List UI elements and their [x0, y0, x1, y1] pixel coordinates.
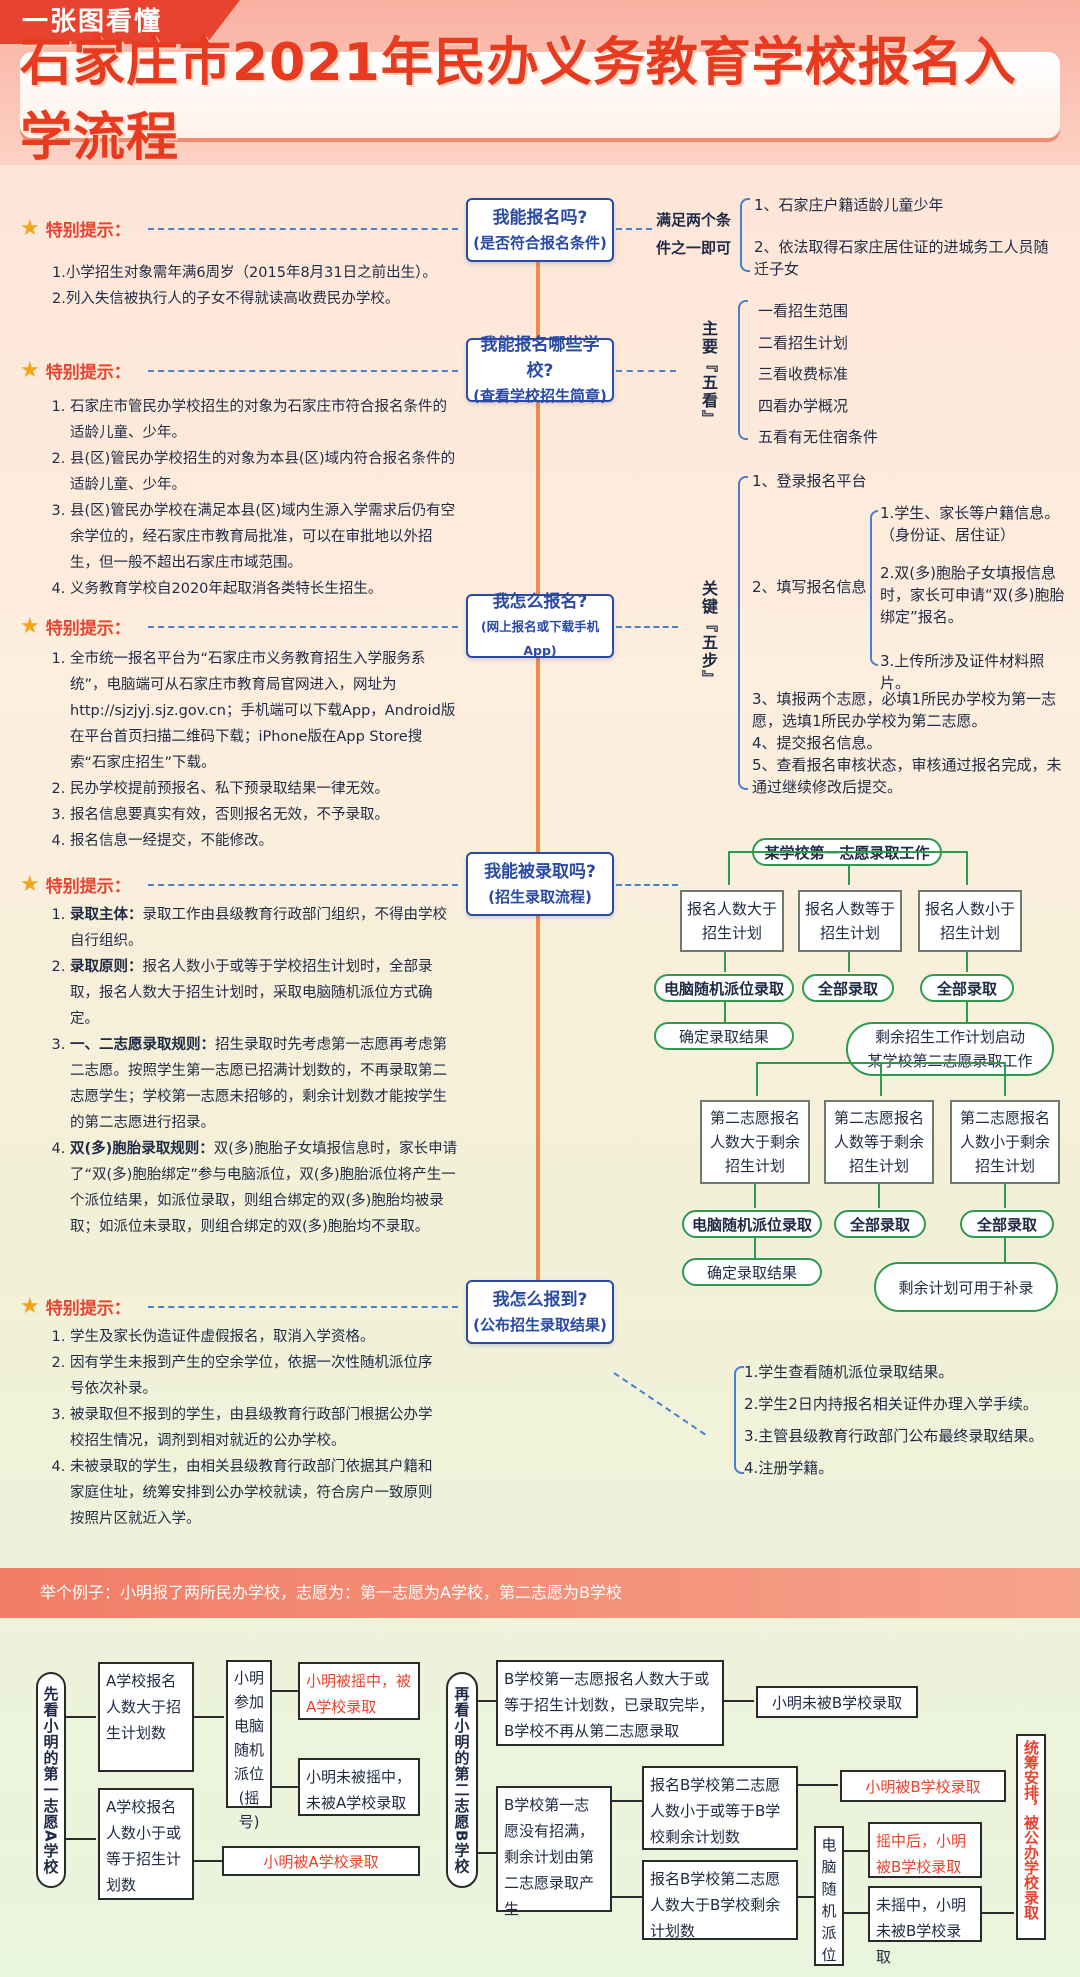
- example-a2: A学校报名人数小于或等于招生计划数: [98, 1788, 194, 1900]
- connector-right-1: [616, 228, 652, 230]
- connector-right-3: [616, 626, 678, 628]
- step-box-1: 我能报名吗? (是否符合报名条件): [466, 198, 614, 262]
- admit-second-start: 剩余招生工作计划启动 某学校第二志愿录取工作: [846, 1022, 1054, 1076]
- admit-random-1: 电脑随机派位录取: [654, 974, 794, 1002]
- example-mid-label: 再看小明的第二志愿B学校: [446, 1672, 478, 1888]
- five-step-5: 5、查看报名审核状态，审核通过报名完成，未通过继续修改后提交。: [752, 756, 1062, 796]
- cond-item-1: 1、石家庄户籍适龄儿童少年: [754, 196, 944, 214]
- cond-brace: [740, 198, 750, 272]
- example-b22-hit: 摇中后，小明被B学校录取: [868, 1822, 982, 1878]
- tip-label-5: ★特别提示：: [20, 1293, 131, 1319]
- star-icon: ★: [20, 871, 40, 897]
- admit-remain: 剩余计划可用于补录: [874, 1262, 1058, 1312]
- admit-c1: 报名人数大于招生计划: [680, 890, 784, 952]
- notes-1: 1.小学招生对象需年满6周岁（2015年8月31日之前出生）。 2.列入失信被执…: [52, 265, 437, 307]
- five-step-3: 3、填报两个志愿，必填1所民办学校为第一志愿，选填1所民办学校为第二志愿。: [752, 690, 1057, 730]
- example-hit: 小明被摇中，被A学校录取: [298, 1662, 420, 1720]
- report-list: 1.学生查看随机派位录取结果。 2.学生2日内持报名相关证件办理入学手续。 3.…: [744, 1363, 1044, 1477]
- step-box-5: 我怎么报到? (公布招生录取结果): [466, 1280, 614, 1344]
- step-box-3: 我怎么报名? (网上报名或下载手机App): [466, 592, 614, 658]
- report-arrow: [613, 1372, 706, 1436]
- tip-arrow-2: [148, 370, 458, 372]
- admit-c2: 报名人数等于招生计划: [798, 890, 902, 952]
- admit-top-line: [728, 851, 966, 853]
- connector-right-4: [616, 884, 678, 886]
- example-lottery-2: 电脑随机派位: [814, 1826, 844, 1966]
- tip-arrow-4: [148, 884, 458, 886]
- admit-s1: 第二志愿报名人数大于剩余招生计划: [700, 1100, 810, 1184]
- example-b22: 报名B学校第二志愿人数大于B学校剩余计划数: [642, 1860, 798, 1940]
- star-icon: ★: [20, 357, 40, 383]
- five-step-sub-brace: [870, 510, 878, 666]
- step-box-2: 我能报名哪些学校? (查看学校招生简章): [466, 335, 614, 405]
- tip-label-2: ★特别提示：: [20, 357, 131, 383]
- five-step-2-item-3: 3.上传所涉及证件材料照片。: [880, 652, 1045, 692]
- admit-confirm-1: 确定录取结果: [654, 1022, 794, 1050]
- connector-right-2: [616, 370, 676, 372]
- admit-all-1: 全部录取: [802, 974, 894, 1002]
- tip-arrow-3: [148, 626, 458, 628]
- example-b1: B学校第一志愿报名人数大于或等于招生计划数，已录取完毕，B学校不再从第二志愿录取: [496, 1660, 724, 1746]
- admit-all-3: 全部录取: [834, 1210, 926, 1238]
- example-left-label: 先看小明的第一志愿A学校: [36, 1672, 66, 1888]
- page-title: 石家庄市2021年民办义务教育学校报名入学流程: [20, 33, 1017, 168]
- five-step-label: 关键『五步』: [699, 580, 718, 688]
- notes-2: 石家庄市管民办学校招生的对象为石家庄市符合报名条件的适龄儿童、少年。 县(区)管…: [50, 394, 458, 602]
- example-final: 统筹安排，被公办学校录取: [1016, 1734, 1046, 1940]
- report-brace: [734, 1366, 744, 1474]
- tip-arrow-5: [148, 1306, 458, 1308]
- star-icon: ★: [20, 613, 40, 639]
- example-a1: A学校报名人数大于招生计划数: [98, 1662, 194, 1772]
- example-b1-res: 小明未被B学校录取: [756, 1686, 918, 1718]
- five-step-2: 2、填写报名信息: [752, 578, 867, 596]
- ribbon-label: 一张图看懂: [0, 0, 240, 44]
- title-bar: 石家庄市2021年民办义务教育学校报名入学流程: [20, 33, 1060, 168]
- example-miss: 小明未被摇中，未被A学校录取: [298, 1758, 420, 1816]
- five-look-label: 主要『五看』: [699, 320, 718, 428]
- notes-5: 学生及家长伪造证件虚假报名，取消入学资格。 因有学生未报到产生的空余学位，依据一…: [50, 1324, 440, 1532]
- step-box-4: 我能被录取吗? (招生录取流程): [466, 852, 614, 916]
- admit-random-2: 电脑随机派位录取: [682, 1210, 822, 1238]
- example-lottery: 小明参加电脑随机派位(摇号): [226, 1660, 272, 1831]
- five-look-list: 一看招生范围 二看招生计划 三看收费标准 四看办学概况 五看有无住宿条件: [758, 302, 879, 446]
- tip-label-3: ★特别提示：: [20, 613, 131, 639]
- five-step-1: 1、登录报名平台: [752, 472, 867, 490]
- example-band: 举个例子：小明报了两所民办学校，志愿为：第一志愿为A学校，第二志愿为B学校: [0, 1568, 1080, 1618]
- tip-arrow-1: [148, 228, 458, 230]
- example-b22-miss: 未摇中，小明未被B学校录取: [868, 1886, 982, 1966]
- notes-4: 录取主体：录取工作由县级教育行政部门组织，不得由学校自行组织。 录取原则：报名人…: [50, 902, 458, 1240]
- cond-item-2: 2、依法取得石家庄居住证的进城务工人员随迁子女: [754, 238, 1049, 278]
- admit-s3: 第二志愿报名人数小于剩余招生计划: [950, 1100, 1060, 1184]
- star-icon: ★: [20, 1293, 40, 1319]
- example-a-admit: 小明被A学校录取: [222, 1846, 420, 1876]
- example-b2: B学校第一志愿没有招满，剩余计划由第二志愿录取产生: [496, 1786, 612, 1918]
- five-step-4: 4、提交报名信息。: [752, 734, 882, 752]
- tip-label-4: ★特别提示：: [20, 871, 131, 897]
- admit-confirm-2: 确定录取结果: [682, 1258, 822, 1286]
- main-flow-line: [536, 230, 540, 1290]
- five-look-brace: [738, 300, 748, 440]
- admit-s2: 第二志愿报名人数等于剩余招生计划: [824, 1100, 934, 1184]
- five-step-brace: [738, 476, 748, 790]
- five-step-2-item-1: 1.学生、家长等户籍信息。（身份证、居住证）: [880, 504, 1060, 544]
- example-b21: 报名B学校第二志愿人数小于或等于B学校剩余计划数: [642, 1766, 798, 1850]
- tip-label-1: ★特别提示：: [20, 215, 131, 241]
- notes-3: 全市统一报名平台为“石家庄市义务教育招生入学服务系统”，电脑端可从石家庄市教育局…: [50, 646, 458, 854]
- admit-all-2: 全部录取: [920, 974, 1014, 1002]
- five-step-2-item-2: 2.双(多)胞胎子女填报信息时，家长可申请“双(多)胞胎绑定”报名。: [880, 564, 1065, 626]
- example-b21-res: 小明被B学校录取: [840, 1770, 1006, 1802]
- admit-c3: 报名人数小于招生计划: [918, 890, 1022, 952]
- cond-label: 满足两个条件之一即可: [656, 211, 732, 257]
- star-icon: ★: [20, 215, 40, 241]
- admit-all-4: 全部录取: [960, 1210, 1054, 1238]
